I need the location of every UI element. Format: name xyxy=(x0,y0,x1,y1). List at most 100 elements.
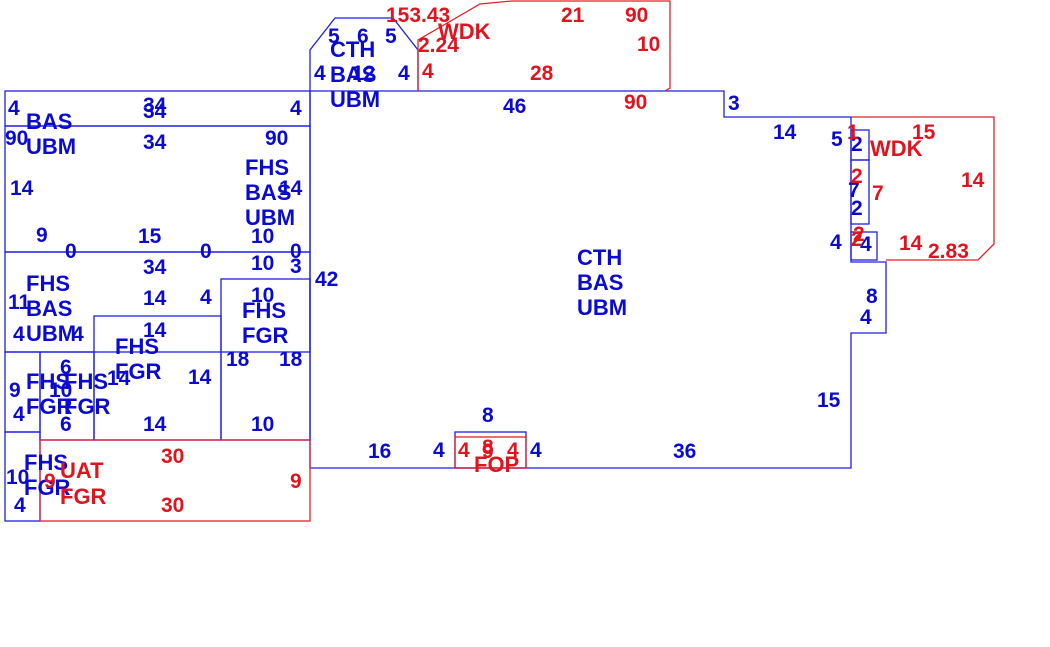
dim-blue-43: 10 xyxy=(6,466,29,489)
left-fgr-e-label: FHS FGR xyxy=(24,450,71,500)
uat-label-line-2: FGR xyxy=(60,484,107,509)
dim-blue-40: 14 xyxy=(143,413,167,436)
dim-blue-26: 4 xyxy=(200,286,212,309)
dim-blue-21: 34 xyxy=(143,256,167,279)
dim-blue-22: 10 xyxy=(251,252,274,275)
dim-blue-27: 10 xyxy=(251,284,274,307)
dim-red-5: 4 xyxy=(422,60,434,83)
dim-blue-52: 14 xyxy=(773,121,797,144)
blue-dimensions: 5 6 5 4 12 4 4 34 34 4 90 34 90 14 14 9 … xyxy=(5,25,878,517)
red-dimensions: 153.43 21 90 2.24 10 4 28 90 1 15 2 2 7 … xyxy=(44,4,985,517)
dim-blue-5: 4 xyxy=(398,62,410,85)
dim-blue-23: 3 xyxy=(290,255,302,278)
dim-red-8: 1 xyxy=(847,121,859,144)
dim-blue-33: 18 xyxy=(226,348,250,371)
dim-blue-31: 4 xyxy=(72,323,84,346)
dim-blue-60: 4 xyxy=(860,306,872,329)
top-left-label: BAS UBM xyxy=(26,109,76,159)
dim-blue-47: 4 xyxy=(530,439,542,462)
dim-blue-7: 34 xyxy=(143,94,167,117)
dim-red-18: 9 xyxy=(290,470,302,493)
dim-blue-0: 5 xyxy=(328,25,340,48)
left-inner-label-line-2: BAS xyxy=(26,296,72,321)
top-left-label-line-2: UBM xyxy=(26,134,76,159)
dim-blue-17: 15 xyxy=(138,225,162,248)
top-wing-label: CTH BAS UBM xyxy=(330,37,380,112)
dim-blue-24: 11 xyxy=(8,291,31,314)
dim-blue-49: 8 xyxy=(482,404,494,427)
left-fgr-a-label-line-1: FHS xyxy=(242,298,286,323)
dim-blue-20: 0 xyxy=(290,240,302,263)
dim-blue-61: 15 xyxy=(817,389,841,412)
dim-blue-6: 4 xyxy=(8,97,20,120)
dim-blue-13: 14 xyxy=(10,177,34,200)
dim-blue-15: 9 xyxy=(36,224,48,247)
dim-blue-55: 7 xyxy=(848,179,860,202)
dim-red-2: 90 xyxy=(625,4,648,27)
top-wing-label-line-2: BAS xyxy=(330,62,376,87)
left-fgr-b-label-line-1: FHS xyxy=(115,334,159,359)
left-fgr-d-label-line-2: FGR xyxy=(64,394,111,419)
dim-red-4: 10 xyxy=(637,33,660,56)
dim-blue-32: 42 xyxy=(315,268,338,291)
dim-blue-38: 4 xyxy=(13,403,25,426)
left-fgr-b-label-line-2: FGR xyxy=(115,359,162,384)
main-area-outline xyxy=(309,90,887,469)
left-inner-label-line-1: FHS xyxy=(26,271,70,296)
dim-blue-11: 34 xyxy=(143,131,167,154)
wdk-right-outline xyxy=(851,116,995,261)
dim-red-14: 2 xyxy=(853,223,865,246)
left-fgr-b-label: FHS FGR xyxy=(115,334,162,384)
dim-blue-46: 4 xyxy=(433,439,445,462)
top-wing-label-line-3: UBM xyxy=(330,87,380,112)
fop-label-line-1: FOP xyxy=(474,452,519,477)
dim-red-1: 21 xyxy=(561,4,585,27)
dim-red-20: 30 xyxy=(161,494,184,517)
dim-blue-35: 9 xyxy=(9,379,21,402)
dim-blue-54: 2 xyxy=(851,133,863,156)
dim-red-24: 4 xyxy=(507,439,519,462)
left-mid-label-line-1: FHS xyxy=(245,155,289,180)
dim-red-7: 90 xyxy=(624,91,647,114)
dim-blue-53: 5 xyxy=(831,128,843,151)
dim-blue-45: 16 xyxy=(368,440,391,463)
dim-blue-42: 10 xyxy=(251,413,274,436)
dim-red-22: 8 xyxy=(482,436,494,459)
dim-blue-10: 90 xyxy=(5,127,28,150)
left-fgr-d-label: FHS FGR xyxy=(64,369,111,419)
left-fgr-e-label-line-2: FGR xyxy=(24,475,71,500)
dim-blue-18: 0 xyxy=(200,240,212,263)
left-fgr-e-label-line-1: FHS xyxy=(24,450,68,475)
dim-blue-16: 0 xyxy=(65,240,77,263)
dim-blue-14: 14 xyxy=(279,177,303,200)
dim-red-13: 14 xyxy=(961,169,985,192)
dim-blue-59: 8 xyxy=(866,285,878,308)
dim-red-9: 15 xyxy=(912,121,936,144)
dim-blue-30: 14 xyxy=(107,367,131,390)
wdk-top-label: WDK xyxy=(438,19,491,44)
left-fgr-c-label-line-2: FGR xyxy=(26,394,73,419)
dim-blue-1: 6 xyxy=(357,25,369,48)
left-fgr-a-label-line-2: FGR xyxy=(242,323,289,348)
dim-red-12: 7 xyxy=(872,182,884,205)
dim-blue-50: 46 xyxy=(503,95,526,118)
dim-blue-41: 14 xyxy=(188,366,212,389)
right-bump-outline xyxy=(850,129,878,261)
dim-red-0: 153.43 xyxy=(386,4,450,27)
uat-label-line-1: UAT xyxy=(60,458,104,483)
left-fgr-d-label-line-1: FHS xyxy=(64,369,108,394)
left-inner-label-line-3: UBM xyxy=(26,321,76,346)
dim-blue-37: 10 xyxy=(49,379,72,402)
dim-red-3: 2.24 xyxy=(418,34,459,57)
wdk-right-label-line-1: WDK xyxy=(870,136,923,161)
dim-blue-44: 4 xyxy=(14,494,26,517)
left-fgr-c-label-line-1: FHS xyxy=(26,369,70,394)
dim-red-6: 28 xyxy=(530,62,554,85)
dim-blue-2: 5 xyxy=(385,25,397,48)
dim-blue-25: 14 xyxy=(143,287,167,310)
dim-blue-9: 4 xyxy=(290,97,302,120)
dim-blue-51: 3 xyxy=(728,92,740,115)
left-mid-label: FHS BAS UBM xyxy=(245,155,295,230)
dim-red-15: 14 xyxy=(899,232,923,255)
